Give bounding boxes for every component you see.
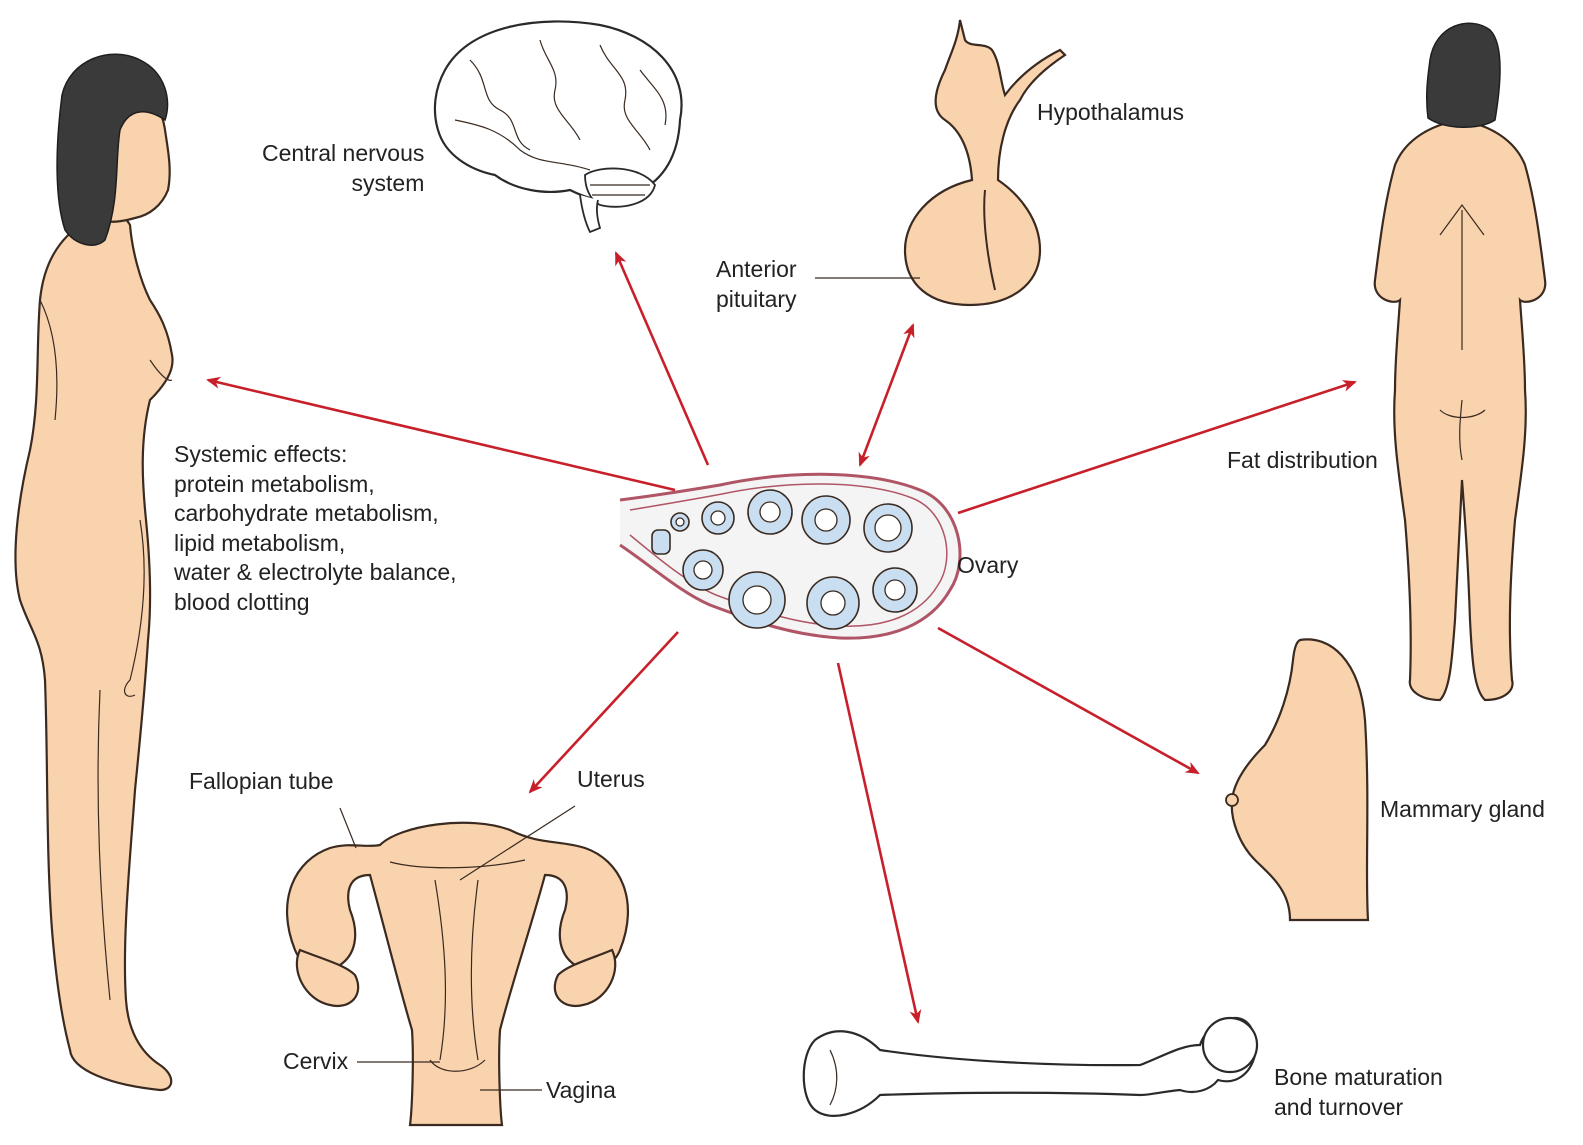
fallopian-tube-label: Fallopian tube — [189, 766, 334, 796]
ovary-label: Ovary — [957, 550, 1018, 580]
arrow-to-brain — [616, 253, 708, 465]
ovary-illustration — [620, 474, 960, 638]
vagina-label: Vagina — [546, 1075, 616, 1105]
brain-illustration — [435, 21, 682, 232]
mammary-gland-illustration — [1226, 639, 1368, 920]
cns-label: Central nervous system — [262, 138, 424, 198]
woman-back-view-figure — [1375, 23, 1546, 700]
anterior-pituitary-label: Anterior pituitary — [716, 254, 797, 314]
mammary-gland-label: Mammary gland — [1380, 794, 1545, 824]
uterus-label: Uterus — [577, 764, 645, 794]
cervix-label: Cervix — [283, 1046, 348, 1076]
pituitary-illustration — [905, 20, 1065, 305]
arrow-to-pituitary — [860, 325, 913, 465]
fat-distribution-label: Fat distribution — [1227, 445, 1378, 475]
femur-bone-illustration — [804, 1018, 1257, 1116]
arrow-to-bone — [838, 663, 918, 1022]
hypothalamus-label: Hypothalamus — [1037, 97, 1184, 127]
systemic-effects-label: Systemic effects: protein metabolism, ca… — [174, 440, 457, 617]
woman-side-view-figure — [15, 54, 172, 1090]
arrow-to-mammary-gland — [938, 628, 1198, 773]
bone-maturation-label: Bone maturation and turnover — [1274, 1062, 1443, 1122]
